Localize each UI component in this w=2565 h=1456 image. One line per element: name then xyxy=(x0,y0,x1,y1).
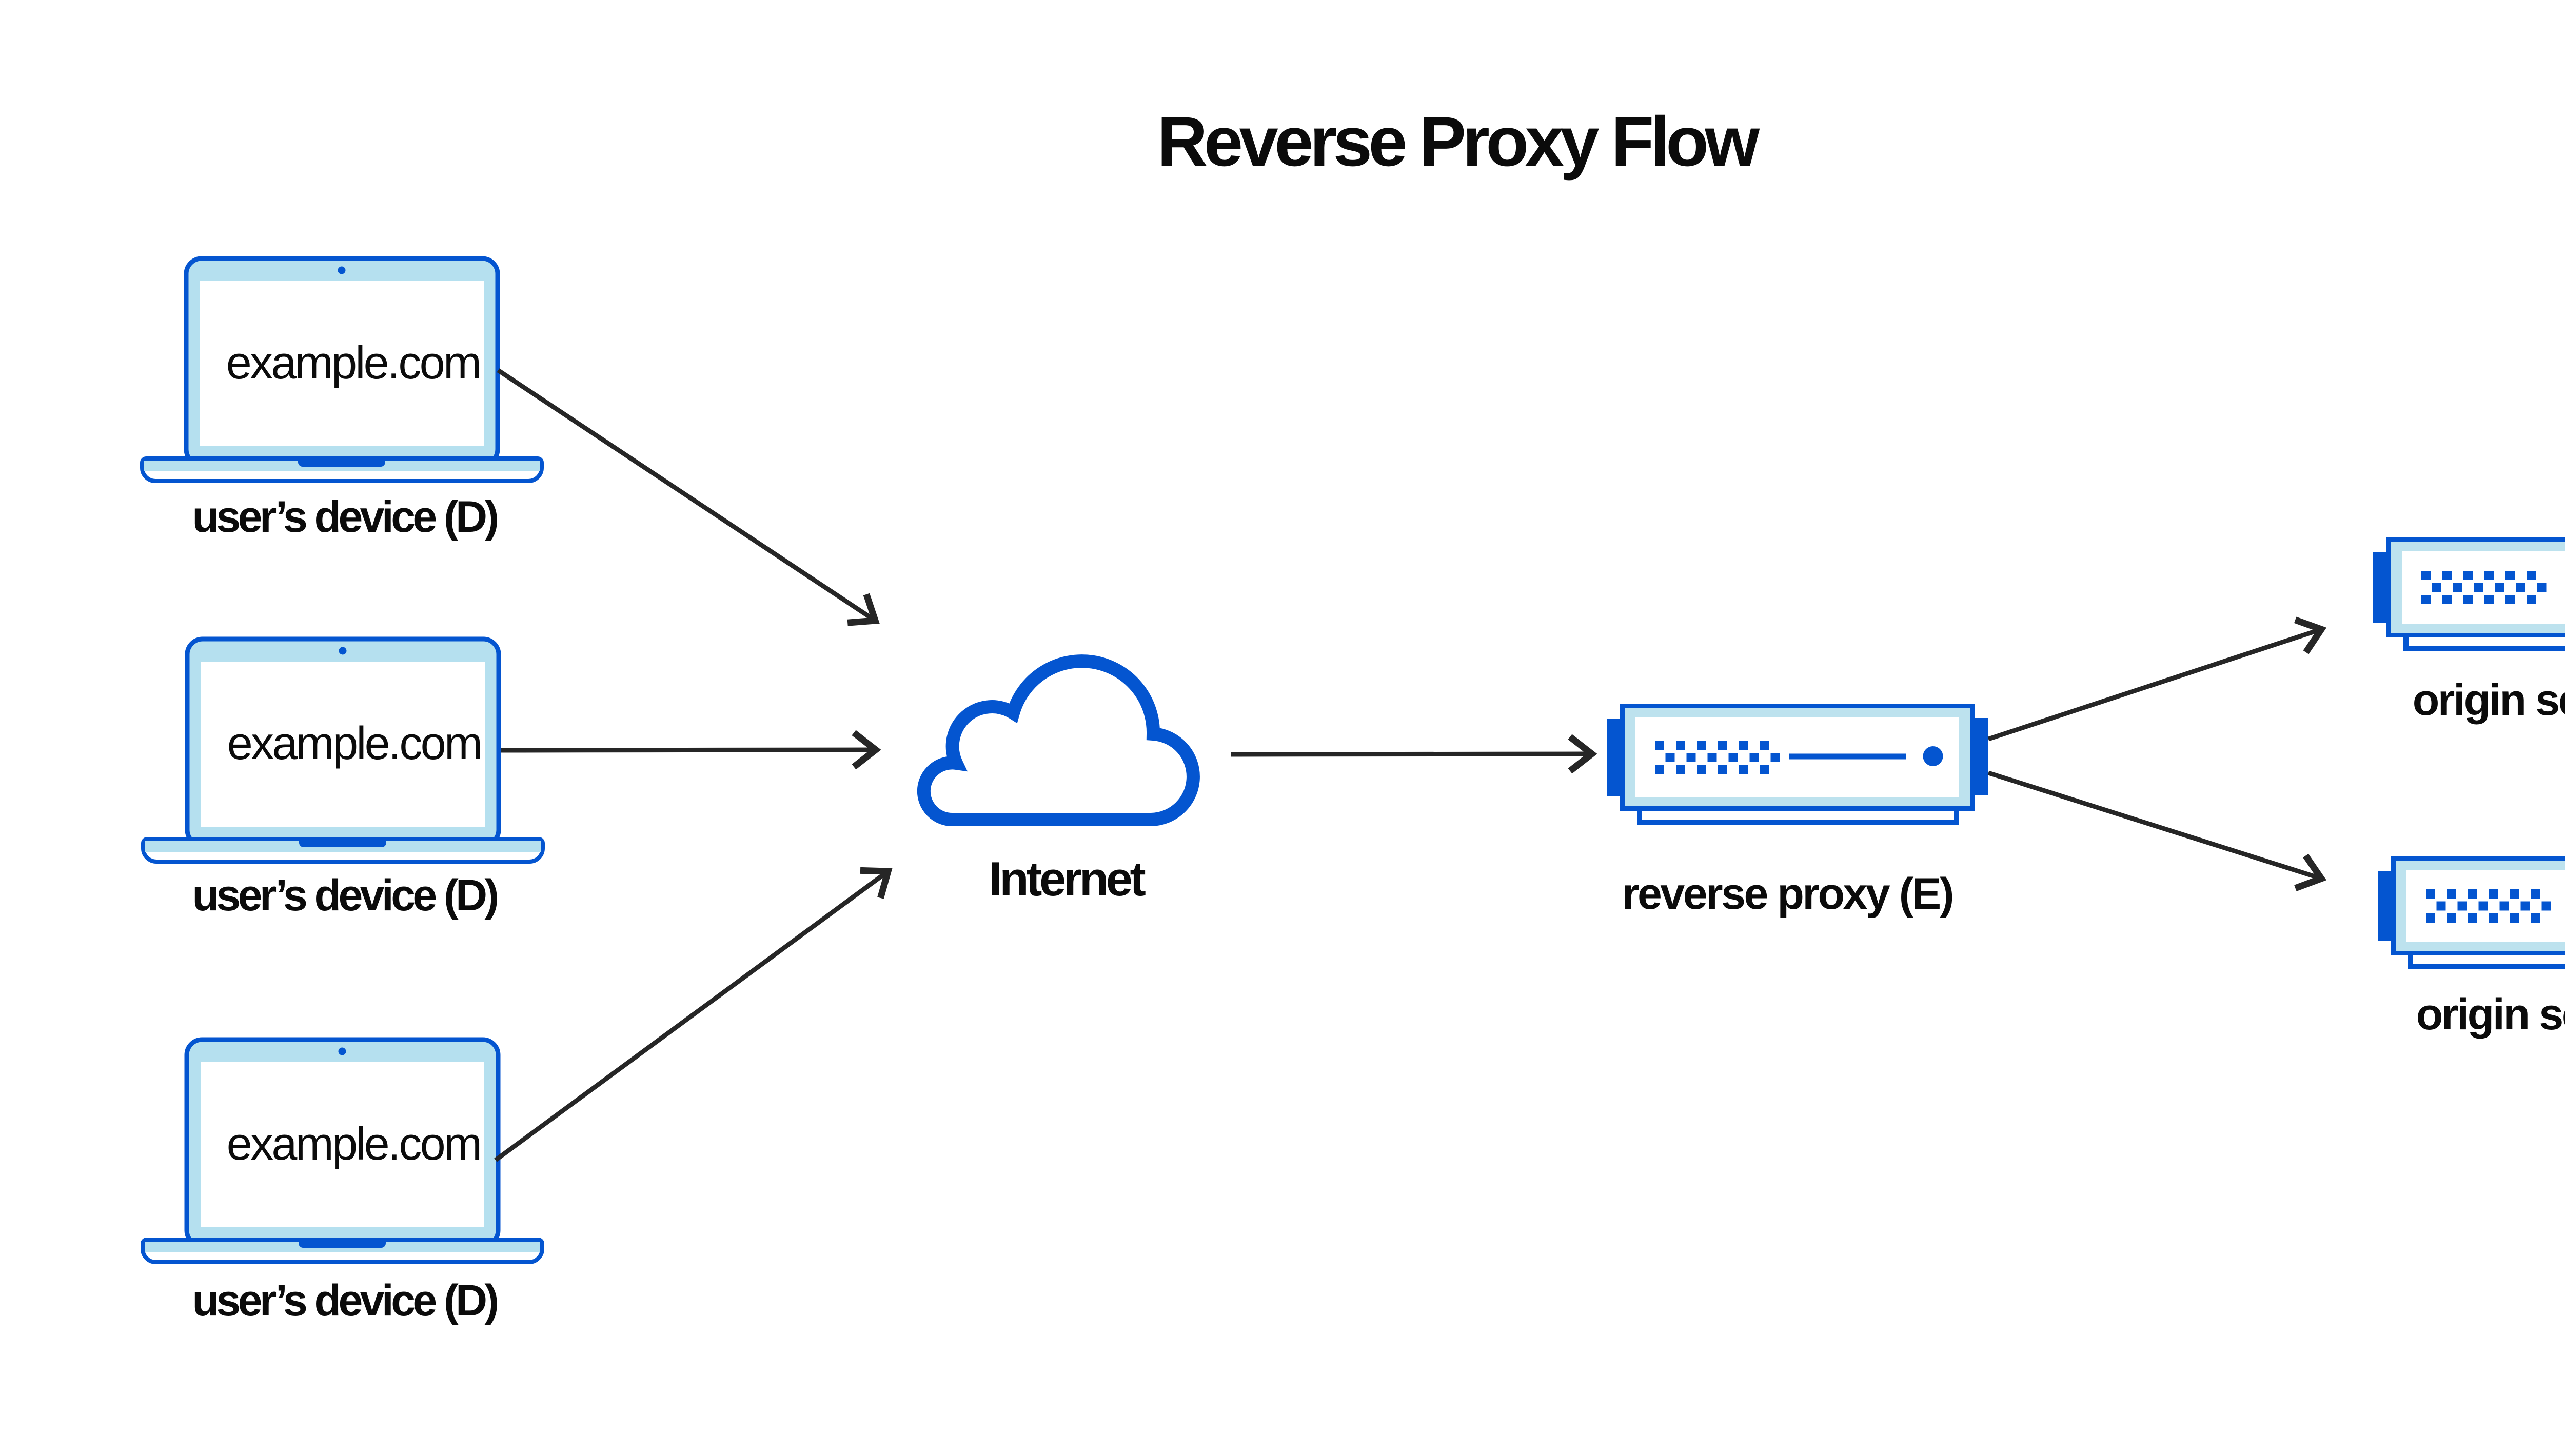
svg-text:Internet: Internet xyxy=(989,852,1146,906)
svg-text:reverse proxy (E): reverse proxy (E) xyxy=(1622,869,1952,919)
svg-text:example.com: example.com xyxy=(226,337,480,389)
svg-text:origin server (F): origin server (F) xyxy=(2416,990,2565,1039)
svg-text:user’s device (D): user’s device (D) xyxy=(192,1276,497,1325)
svg-text:user’s device (D): user’s device (D) xyxy=(192,871,497,920)
svg-text:Reverse Proxy Flow: Reverse Proxy Flow xyxy=(1157,103,1760,181)
svg-text:user’s device (D): user’s device (D) xyxy=(192,492,497,542)
svg-text:example.com: example.com xyxy=(227,1119,481,1170)
svg-text:origin server (F): origin server (F) xyxy=(2413,675,2565,725)
svg-text:example.com: example.com xyxy=(227,718,481,769)
